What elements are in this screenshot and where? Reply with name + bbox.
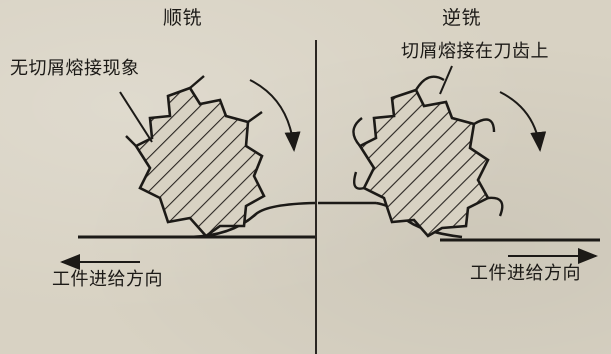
left-feed-label: 工件进给方向 — [52, 269, 163, 290]
left-workpiece — [78, 201, 316, 239]
right-rotation-arrow — [499, 91, 547, 152]
right-feed-label: 工件进给方向 — [470, 263, 581, 284]
left-caption-leader — [119, 91, 153, 143]
conventional-milling-title: 逆铣 — [442, 7, 482, 29]
climb-milling-title: 顺铣 — [163, 7, 203, 29]
left-caption: 无切屑熔接现象 — [10, 58, 140, 79]
right-caption: 切屑熔接在刀齿上 — [401, 41, 549, 62]
right-milling-cutter — [352, 75, 504, 238]
right-caption-leader — [439, 65, 453, 95]
left-milling-cutter — [125, 75, 266, 238]
left-rotation-arrow — [249, 79, 301, 152]
